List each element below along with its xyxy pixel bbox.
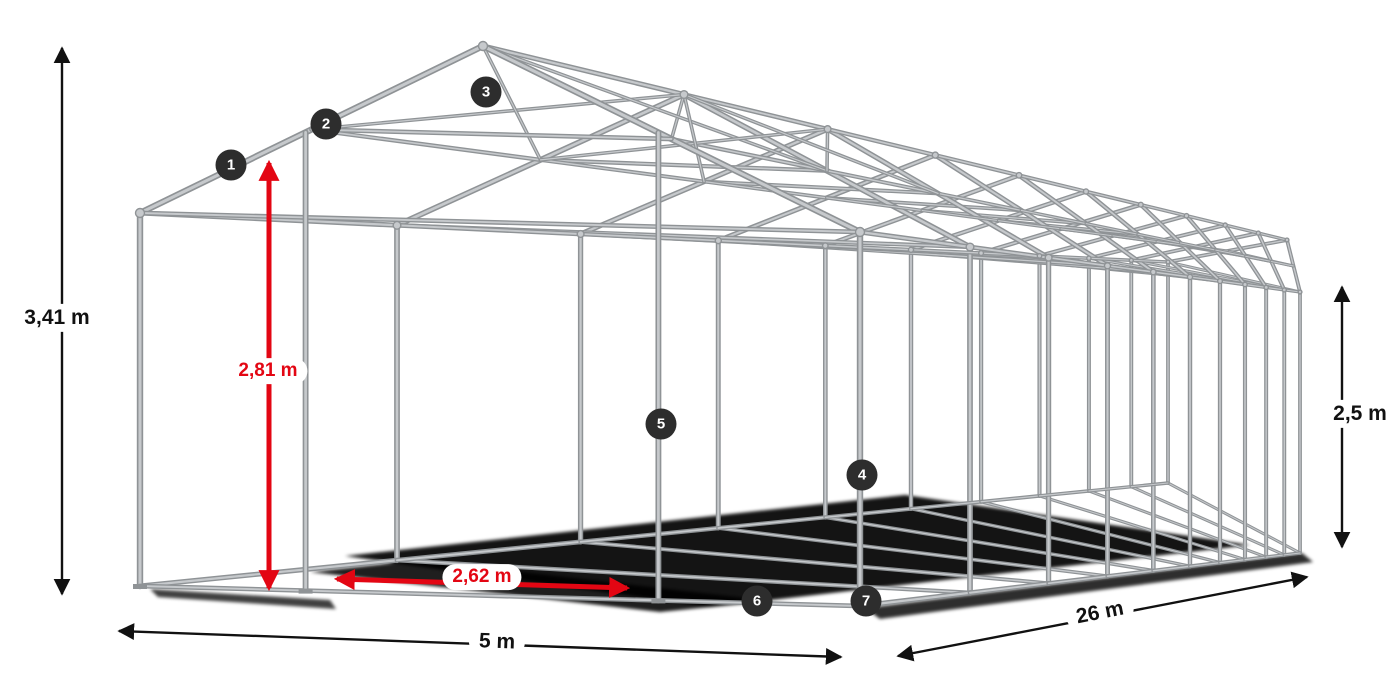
part-badge-4: 4 (846, 459, 878, 491)
dimension-label-total-height: 3,41 m (14, 303, 100, 333)
dimension-label-bay-spacing: 2,62 m (442, 564, 522, 590)
part-badge-1: 1 (215, 149, 247, 181)
dimension-label-side-height: 2,5 m (1323, 399, 1397, 429)
part-badge-7: 7 (850, 585, 882, 617)
frame-fittings (133, 40, 1303, 609)
part-badge-3: 3 (470, 76, 502, 108)
steel-frame (133, 40, 1303, 610)
part-badge-2: 2 (310, 108, 342, 140)
part-badge-5: 5 (645, 408, 677, 440)
dimension-label-width: 5 m (468, 626, 526, 658)
roof-bracing (309, 44, 940, 196)
dimension-label-clear-height: 2,81 m (228, 358, 308, 384)
part-badge-6: 6 (741, 585, 773, 617)
